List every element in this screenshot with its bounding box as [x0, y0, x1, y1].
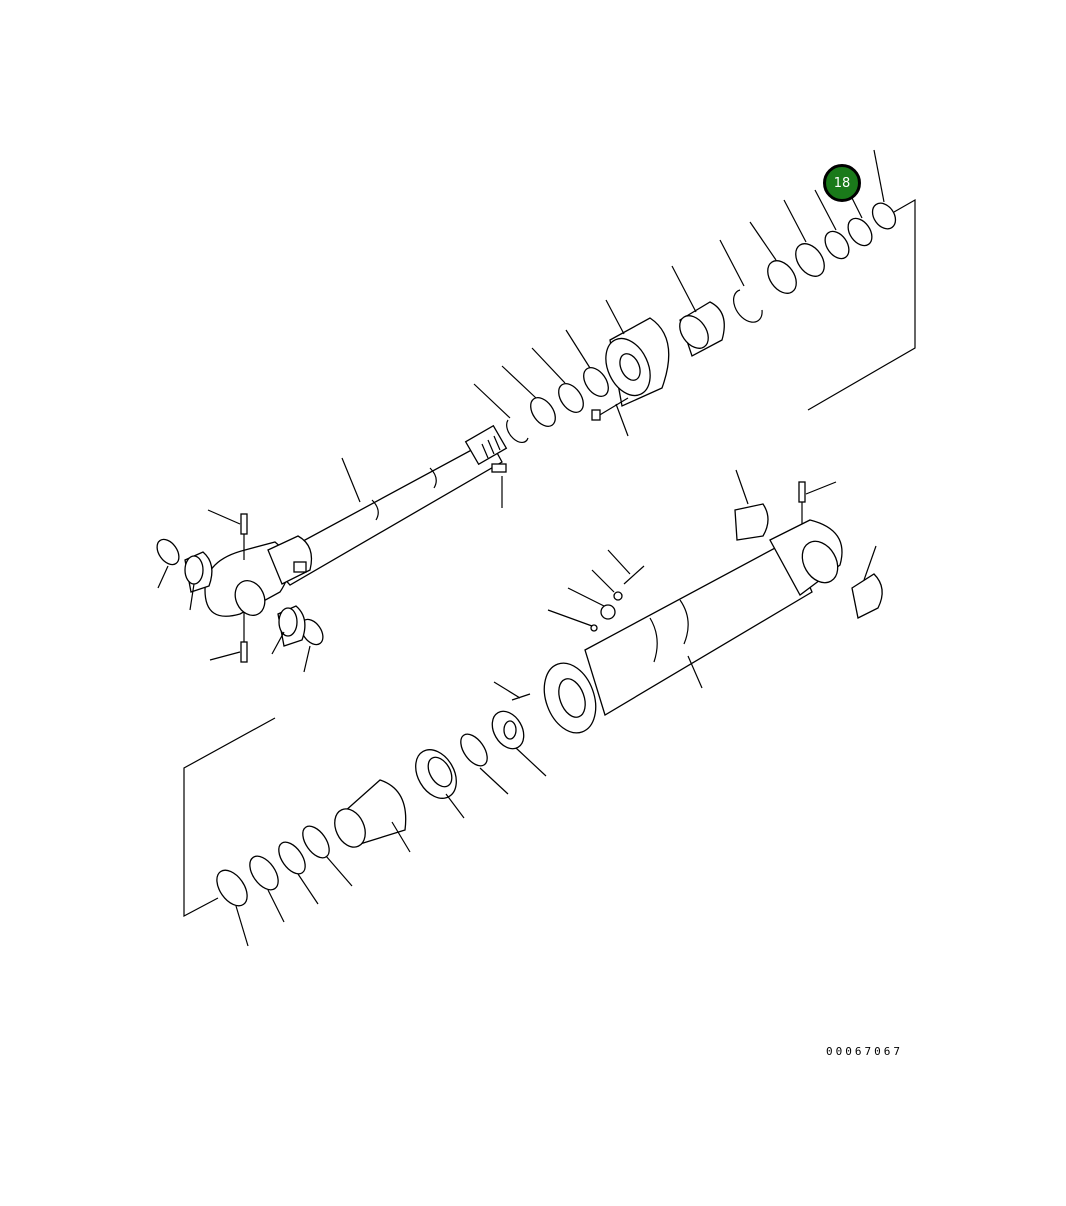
leader-lines: [157, 149, 885, 947]
bushing: [851, 573, 883, 619]
cylinder-bottom-eye: [769, 519, 843, 596]
cylinder-tube: [584, 539, 813, 716]
key: [491, 463, 507, 473]
bushing: [277, 605, 306, 647]
assembly-bracket-bottom: [183, 717, 276, 917]
cylinder-flange: [543, 662, 597, 734]
bushing: [184, 551, 213, 593]
piston: [334, 779, 407, 848]
rod-end-eye: [204, 535, 313, 617]
bolt: [591, 397, 629, 421]
piston-rod: [266, 424, 508, 586]
assembly-bracket-top: [807, 198, 916, 411]
grease-fitting: [240, 513, 248, 560]
seal-rings-top: [156, 202, 897, 646]
nut: [491, 710, 525, 750]
cushion-spring: [415, 749, 457, 799]
small-fittings: [511, 565, 645, 701]
callout-badge[interactable]: 18: [823, 164, 861, 202]
grease-fitting: [240, 612, 248, 663]
seal-rings-bottom: [216, 733, 488, 907]
drawing-code: 00067067: [826, 1045, 903, 1058]
cylinder-head: [605, 317, 670, 407]
bushing: [679, 301, 725, 357]
bushing: [734, 503, 769, 541]
